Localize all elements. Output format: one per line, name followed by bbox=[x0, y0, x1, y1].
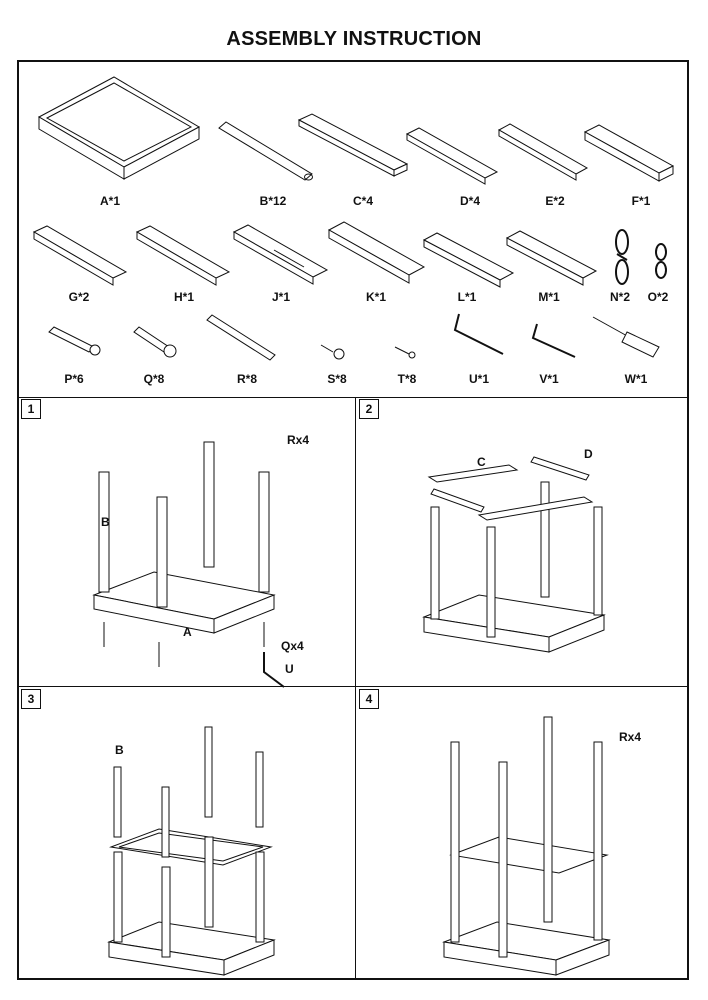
part-f-board-drawing bbox=[583, 124, 675, 182]
part-s-eye-screw-drawing bbox=[320, 344, 345, 360]
part-v-hex-key-drawing bbox=[531, 323, 576, 358]
steps-grid: 1 2 3 4 bbox=[19, 397, 687, 978]
part-q-screw-drawing bbox=[133, 326, 177, 358]
step-2-number: 2 bbox=[359, 399, 379, 419]
part-label-b: B*12 bbox=[259, 194, 287, 208]
part-d-bracket-drawing bbox=[405, 127, 499, 185]
part-label-j: J*1 bbox=[271, 290, 291, 304]
part-p-screw-drawing bbox=[48, 326, 101, 356]
step-4-number: 4 bbox=[359, 689, 379, 709]
part-l-panel-drawing bbox=[422, 232, 515, 288]
steps-illustration bbox=[92, 441, 611, 976]
part-c-bracket-drawing bbox=[297, 113, 409, 177]
part-label-r: R*8 bbox=[236, 372, 257, 386]
part-label-d: D*4 bbox=[459, 194, 480, 208]
part-label-n: N*2 bbox=[609, 290, 630, 304]
step-1-number: 1 bbox=[21, 399, 41, 419]
part-j-board-drawing bbox=[232, 224, 329, 285]
part-label-h: H*1 bbox=[173, 290, 194, 304]
part-label-u: U*1 bbox=[468, 372, 489, 386]
step-1-drawing bbox=[92, 441, 285, 688]
step-2-drawing bbox=[422, 456, 606, 653]
step-4-callout-rx4: Rx4 bbox=[619, 730, 642, 744]
part-e-bracket-drawing bbox=[497, 123, 589, 181]
part-label-t: T*8 bbox=[397, 372, 417, 386]
part-label-g: G*2 bbox=[68, 290, 90, 304]
part-a-tray-drawing bbox=[37, 76, 201, 180]
part-n-spring-drawing bbox=[615, 229, 629, 285]
step-1-callout-a: A bbox=[183, 625, 192, 639]
part-label-a: A*1 bbox=[99, 194, 120, 208]
part-label-q: Q*8 bbox=[143, 372, 165, 386]
part-label-m: M*1 bbox=[538, 290, 560, 304]
step-3-callout-b: B bbox=[115, 743, 124, 757]
steps-top-divider bbox=[19, 397, 687, 398]
step-4-drawing bbox=[442, 716, 611, 976]
steps-vertical-divider bbox=[355, 397, 356, 978]
step-1-callout-rx4: Rx4 bbox=[287, 433, 310, 447]
part-m-panel-drawing bbox=[505, 230, 598, 286]
part-label-c: C*4 bbox=[352, 194, 373, 208]
part-g-board-drawing bbox=[32, 225, 128, 286]
part-label-e: E*2 bbox=[545, 194, 565, 208]
page-title: ASSEMBLY INSTRUCTION bbox=[226, 28, 482, 50]
part-label-s: S*8 bbox=[327, 372, 347, 386]
step-1-callout-qx4: Qx4 bbox=[281, 639, 304, 653]
step-1-callout-u: U bbox=[285, 662, 294, 676]
parts-list: A*1 B*12 C*4 D*4 E*2 F*1 G*2 H*1 J*1 K*1… bbox=[19, 62, 687, 397]
step-1-callout-b: B bbox=[101, 515, 110, 529]
part-label-v: V*1 bbox=[539, 372, 559, 386]
part-r-screw-drawing bbox=[206, 314, 276, 361]
part-k-panel-drawing bbox=[327, 221, 426, 284]
step-2-callout-c: C bbox=[477, 455, 486, 469]
part-t-screw-drawing bbox=[394, 346, 416, 359]
part-label-l: L*1 bbox=[457, 290, 477, 304]
part-o-spring-drawing bbox=[655, 243, 667, 279]
parts-illustration bbox=[32, 76, 675, 361]
part-label-f: F*1 bbox=[631, 194, 651, 208]
step-3-number: 3 bbox=[21, 689, 41, 709]
part-label-k: K*1 bbox=[365, 290, 386, 304]
step-3-drawing bbox=[107, 726, 276, 976]
part-label-w: W*1 bbox=[624, 372, 648, 386]
part-label-p: P*6 bbox=[64, 372, 84, 386]
instruction-frame: A*1 B*12 C*4 D*4 E*2 F*1 G*2 H*1 J*1 K*1… bbox=[17, 60, 689, 980]
steps-middle-divider bbox=[19, 686, 687, 687]
part-u-hex-key-drawing bbox=[453, 313, 504, 355]
part-w-screwdriver-drawing bbox=[592, 316, 660, 358]
step-2-callout-d: D bbox=[584, 447, 593, 461]
part-h-board-drawing bbox=[135, 225, 231, 286]
part-label-o: O*2 bbox=[647, 290, 669, 304]
part-b-rod-drawing bbox=[218, 121, 313, 181]
